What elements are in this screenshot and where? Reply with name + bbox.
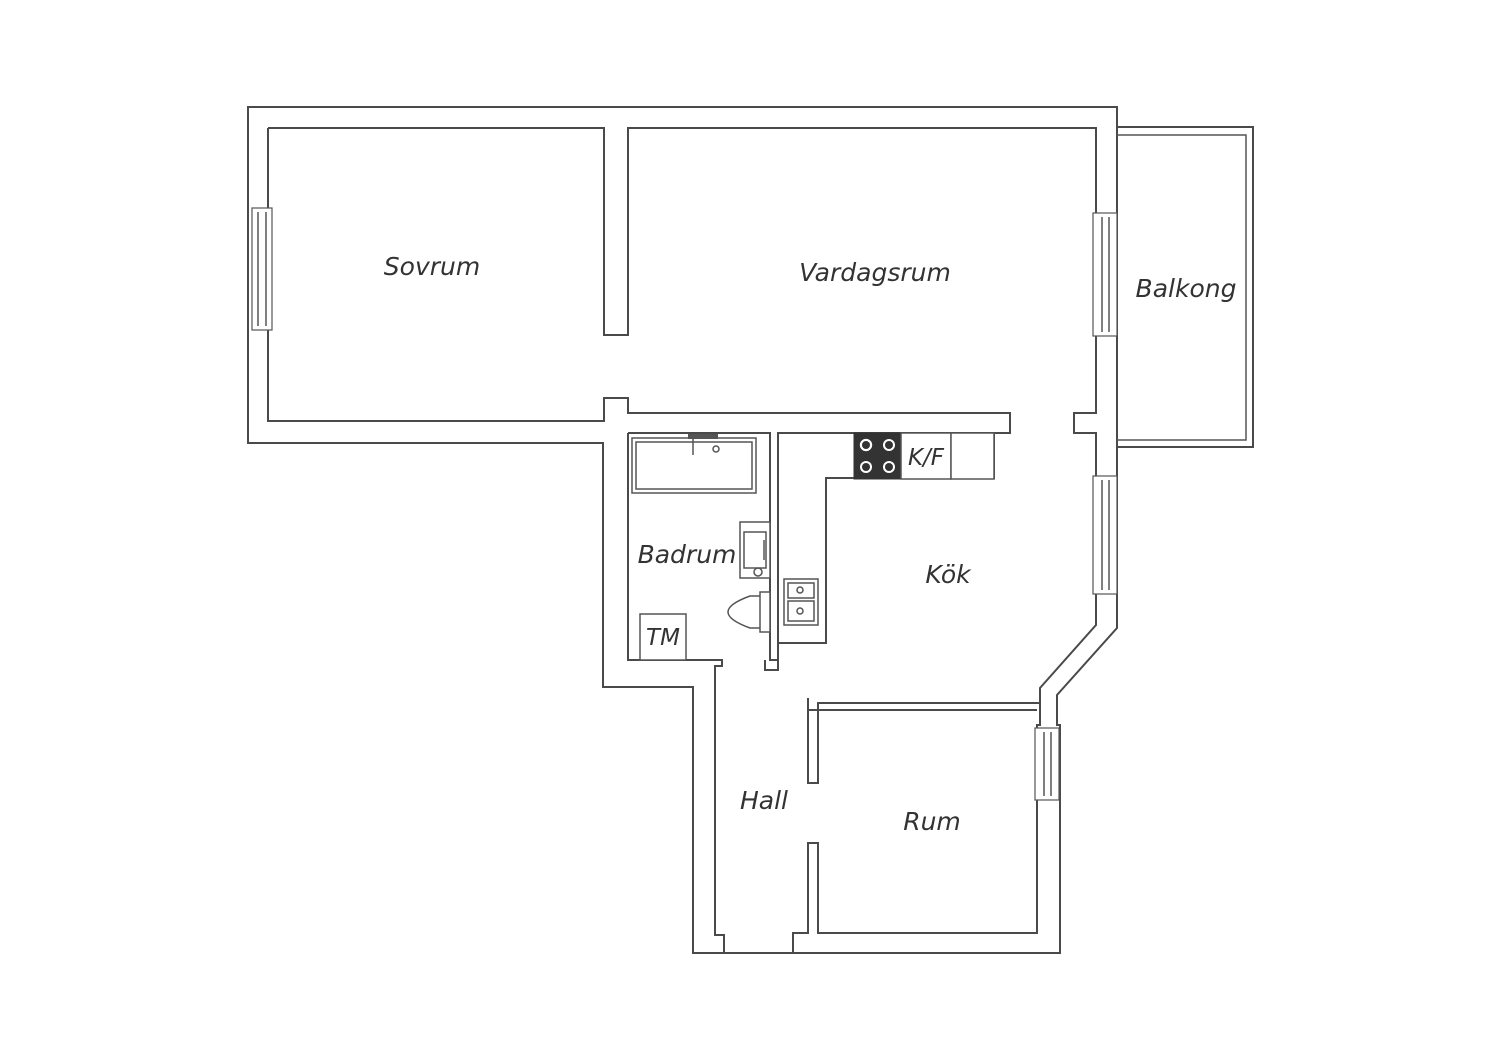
- room-label-hall: Hall: [740, 786, 788, 815]
- room-label-balkong: Balkong: [1136, 274, 1237, 303]
- room-label-kok: Kök: [925, 560, 972, 589]
- kitchen-sink: [783, 578, 819, 626]
- tm-label: TM: [646, 625, 680, 651]
- kf-label: K/F: [908, 445, 945, 471]
- balkong-outline: [1117, 126, 1254, 448]
- washing-machine: TM: [639, 613, 687, 661]
- room-label-sovrum: Sovrum: [384, 252, 480, 281]
- toilet: [727, 591, 771, 633]
- rum-wall: [792, 703, 1041, 953]
- counter-end: [950, 432, 995, 480]
- hall-door-wall: [764, 660, 779, 671]
- room-label-vardagsrum: Vardagsrum: [799, 258, 951, 287]
- window-vardagsrum: [1092, 212, 1118, 337]
- balkong-railing: [1117, 134, 1247, 441]
- outer-wall: [247, 106, 1118, 954]
- bath-sink: [739, 521, 771, 579]
- room-label-rum: Rum: [903, 807, 961, 836]
- fridge: K/F: [900, 432, 952, 480]
- sovrum-inner-wall: [268, 127, 1097, 784]
- bath-lower-wall: [627, 433, 725, 953]
- bathtub: [631, 434, 757, 494]
- sovrum-inner-wall-left: [267, 128, 1011, 434]
- room-label-badrum: Badrum: [638, 540, 737, 569]
- window-rum: [1034, 727, 1060, 801]
- stove: [853, 432, 902, 480]
- window-kok: [1092, 475, 1118, 595]
- window-sovrum: [251, 207, 273, 331]
